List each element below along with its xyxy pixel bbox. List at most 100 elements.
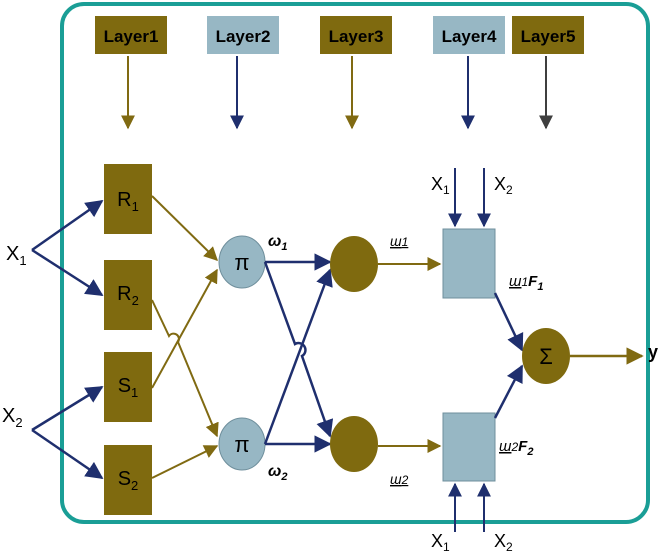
svg-text:ш2F2: ш2F2 xyxy=(499,438,533,458)
input-x1-base: X xyxy=(6,243,19,265)
rule-out-1-wsub: 1 xyxy=(521,275,528,289)
membership-s2-base: S xyxy=(118,468,131,490)
sum-node xyxy=(522,328,570,384)
weight-w1-sub: 1 xyxy=(281,241,287,253)
layer4-top-input-arrows xyxy=(448,168,491,228)
rule-out-1-fsub: 1 xyxy=(537,281,543,293)
svg-text:R1: R1 xyxy=(117,189,139,214)
svg-text:X2: X2 xyxy=(494,174,513,197)
layer4-bottom-input-arrows xyxy=(448,482,491,532)
x1-to-r1-arrow xyxy=(31,199,104,252)
l4-top-x1-base: X xyxy=(431,174,443,194)
norm-node-1 xyxy=(330,236,378,292)
membership-r2-sub: 2 xyxy=(132,293,139,308)
s2-to-pi2-arrow xyxy=(151,445,219,479)
input-x2-sub: 2 xyxy=(15,415,22,430)
f1-to-sum-arrow xyxy=(493,292,524,352)
r2-to-pi2-arrow xyxy=(151,299,219,438)
l4-bottom-x2-base: X xyxy=(494,531,506,551)
svg-text:X1: X1 xyxy=(431,531,450,554)
svg-text:X2: X2 xyxy=(494,531,513,554)
membership-r2-base: R xyxy=(117,283,131,305)
norm-weight-1-base: ш xyxy=(390,233,402,249)
layer1-to-layer2-arrows xyxy=(151,195,219,479)
layer-headers: Layer1 Layer2 Layer3 Layer4 Layer5 xyxy=(95,16,584,54)
s1-to-pi1-arrow xyxy=(151,268,218,389)
outer-frame xyxy=(60,2,650,524)
f2-to-sum-arrow xyxy=(493,364,524,419)
rule-out-1-w: ш xyxy=(509,273,522,290)
membership-s1-base: S xyxy=(118,375,131,397)
norm-node-2 xyxy=(330,416,378,472)
product-node-1-symbol: π xyxy=(234,250,249,275)
x2-to-s1-arrow xyxy=(31,385,104,432)
layer2-to-layer3-arrows xyxy=(263,253,334,453)
norm-weight-2-base: ш xyxy=(390,471,402,487)
sum-symbol: Σ xyxy=(539,344,553,369)
svg-text:ш1F1: ш1F1 xyxy=(509,273,543,293)
layer2-header-label: Layer2 xyxy=(216,27,271,46)
layer4-header-label: Layer4 xyxy=(442,27,497,46)
input-x1: X1 xyxy=(6,243,27,268)
layer2-header-box xyxy=(207,16,279,54)
consequent-box-1 xyxy=(442,228,496,299)
l4-bottom-x1-base: X xyxy=(431,531,443,551)
layer5-header-label: Layer5 xyxy=(521,27,576,46)
layer4-nodes xyxy=(442,228,496,482)
input-x2-base: X xyxy=(2,405,15,427)
membership-box-s1 xyxy=(104,352,152,422)
layer4-header-box xyxy=(433,16,505,54)
membership-s2-sub: 2 xyxy=(131,478,138,493)
l4-bottom-x2-sub: 2 xyxy=(506,540,513,554)
svg-text:X1: X1 xyxy=(6,243,27,268)
x1-to-r2-arrow xyxy=(31,248,104,297)
l4-top-x2-sub: 2 xyxy=(506,183,513,197)
r1-to-pi1-arrow xyxy=(151,195,218,261)
pi1-to-n2-arrow xyxy=(263,261,334,438)
membership-box-r2 xyxy=(104,260,152,330)
svg-text:ω1: ω1 xyxy=(268,233,287,253)
svg-text:ш2: ш2 xyxy=(390,471,409,487)
rule-out-1-f: F xyxy=(528,273,538,290)
layer3-nodes xyxy=(330,236,378,472)
membership-r1-sub: 1 xyxy=(132,199,139,214)
pi2-to-n1-arrow xyxy=(263,268,333,445)
layer1-nodes: R1 R2 S1 S2 xyxy=(104,164,152,515)
weight-w2-sub: 2 xyxy=(280,471,287,483)
output-label: y xyxy=(648,342,658,362)
layer4-to-layer5-arrows xyxy=(493,292,524,419)
layer3-header-label: Layer3 xyxy=(329,27,384,46)
layer2-nodes: π π xyxy=(218,235,266,471)
svg-text:X2: X2 xyxy=(2,405,23,430)
layer5-header-box xyxy=(512,16,584,54)
consequent-box-2 xyxy=(442,412,496,482)
svg-text:X1: X1 xyxy=(431,174,450,197)
input-arrows xyxy=(31,199,104,480)
layer1-header-label: Layer1 xyxy=(104,27,159,46)
rule-out-2-f: F xyxy=(518,438,528,455)
l4-top-x2-base: X xyxy=(494,174,506,194)
rule-out-2-w: ш xyxy=(499,438,512,455)
rule-out-2-fsub: 2 xyxy=(526,446,533,458)
layer1-header-box xyxy=(95,16,167,54)
layer-header-arrows xyxy=(121,56,553,130)
rule-out-2-wsub: 2 xyxy=(510,440,518,454)
l4-bottom-x1-sub: 1 xyxy=(443,540,450,554)
membership-box-r1 xyxy=(104,164,152,234)
l4-top-x1-sub: 1 xyxy=(443,183,450,197)
membership-box-s2 xyxy=(104,445,152,515)
svg-text:S1: S1 xyxy=(118,375,139,400)
layer3-to-layer4-arrows xyxy=(378,257,442,453)
norm-weight-2-sub: 2 xyxy=(401,473,409,487)
product-node-2-symbol: π xyxy=(234,432,249,457)
input-x2: X2 xyxy=(2,405,23,430)
svg-text:S2: S2 xyxy=(118,468,139,493)
layer3-header-box xyxy=(320,16,392,54)
weight-w2-base: ω xyxy=(268,463,281,480)
weight-w1-base: ω xyxy=(268,233,281,250)
norm-weight-1-sub: 1 xyxy=(402,235,409,249)
svg-text:R2: R2 xyxy=(117,283,139,308)
svg-text:ш1: ш1 xyxy=(390,233,408,249)
x2-to-s2-arrow xyxy=(31,428,104,480)
